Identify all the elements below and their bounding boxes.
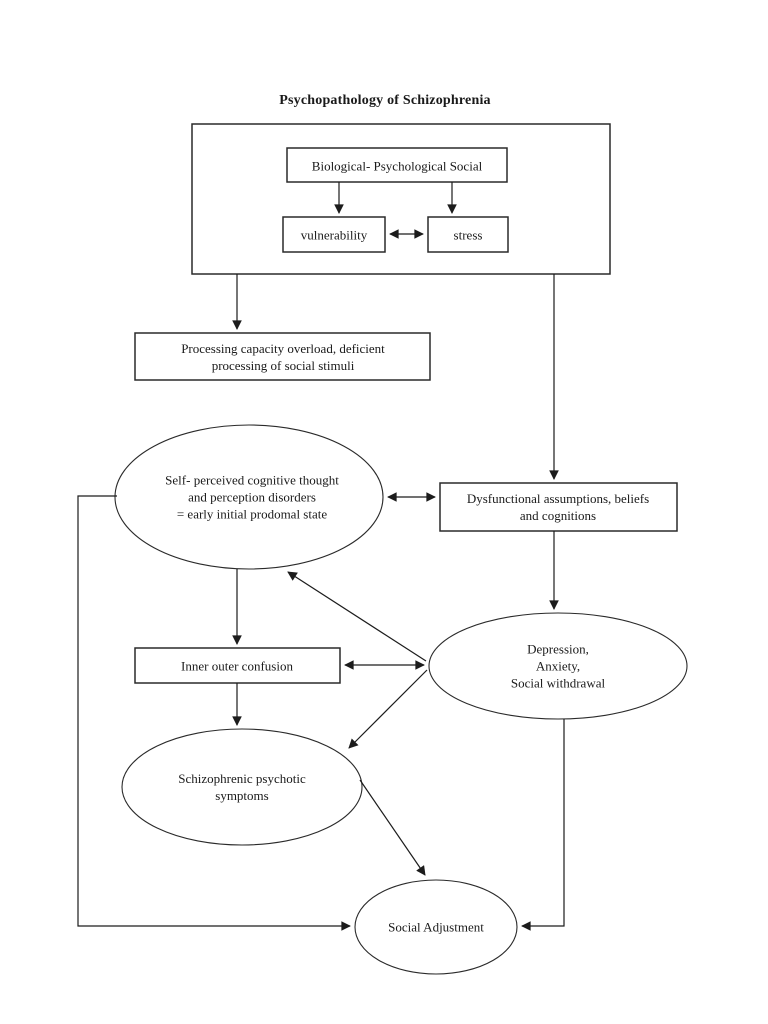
bio-psych-social-label: Biological- Psychological Social xyxy=(311,158,483,174)
diagram-title: Psychopathology of Schizophrenia xyxy=(279,92,491,108)
vulnerability-label: vulnerability xyxy=(300,227,368,243)
self-perceived-label: Self- perceived cognitive thought and pe… xyxy=(165,472,339,522)
stress-label: stress xyxy=(453,227,483,243)
processing-overload-label: Processing capacity overload, deficient … xyxy=(181,340,385,373)
edge-selfperceived-to-socialadjustment-elbow xyxy=(77,495,351,931)
processing-overload-box xyxy=(134,332,431,381)
outer-frame-box xyxy=(191,123,611,275)
bio-psych-social-box xyxy=(286,147,508,183)
stress-box xyxy=(427,216,509,253)
vulnerability-box xyxy=(282,216,386,253)
depression-label: Depression, Anxiety, Social withdrawal xyxy=(510,641,606,691)
self-perceived-ellipse xyxy=(114,424,384,570)
dysfunctional-label: Dysfunctional assumptions, beliefs and c… xyxy=(466,490,650,523)
social-adjustment-ellipse xyxy=(354,879,518,975)
edge-depression-to-schizophrenic xyxy=(348,669,428,749)
inner-outer-confusion-label: Inner outer confusion xyxy=(181,658,293,674)
dysfunctional-box xyxy=(439,482,678,532)
edge-depression-to-socialadjustment-elbow xyxy=(521,719,565,931)
schizophrenic-symptoms-ellipse xyxy=(121,728,363,846)
edge-schizophrenic-to-socialadjustment xyxy=(359,779,426,876)
edge-depression-to-selfperceived xyxy=(287,571,427,662)
social-adjustment-label: Social Adjustment xyxy=(388,919,484,935)
schizophrenic-symptoms-label: Schizophrenic psychotic symptoms xyxy=(178,770,306,803)
depression-ellipse xyxy=(428,612,688,720)
